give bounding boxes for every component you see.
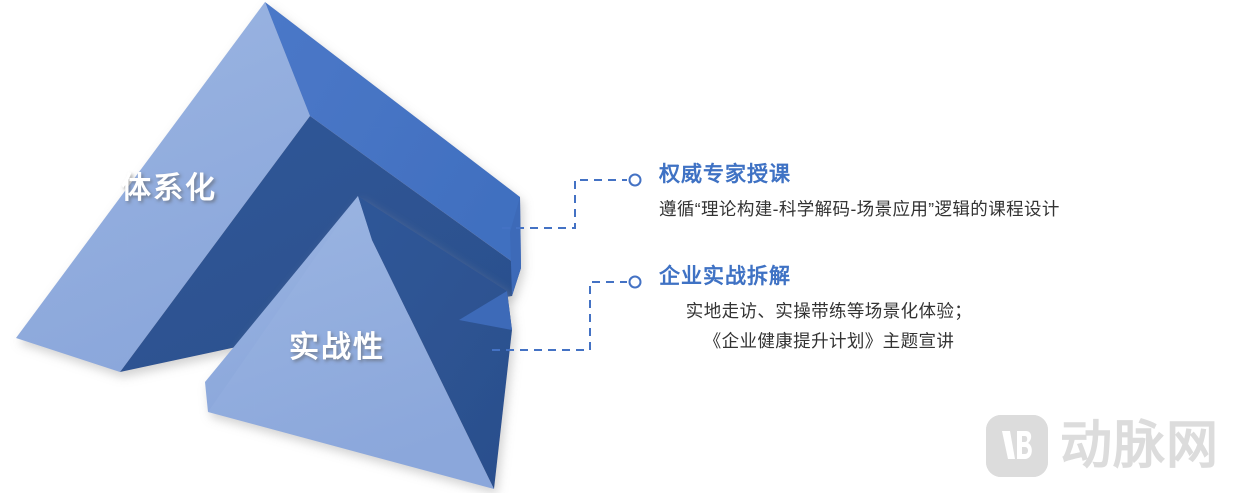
watermark: 动脉网 [986,415,1219,477]
lower-chevron-notch [459,291,512,330]
lower-chevron [205,196,512,489]
callout-1-heading: 权威专家授课 [659,163,791,186]
callout-block-2: 企业实战拆解 实地走访、实操带练等场景化体验； 《企业健康提升计划》主题宣讲 [659,264,999,356]
callout-1-body-line-1: 遵循“理论构建-科学解码-场景应用”逻辑的课程设计 [659,199,1060,219]
upper-chevron-right-face [265,2,521,268]
upper-chevron-left-face [16,2,310,372]
watermark-logo-icon [986,415,1048,477]
connector-marker-2 [628,275,642,289]
callout-2-heading: 企业实战拆解 [659,265,791,288]
callout-2-body-line-2: 《企业健康提升计划》主题宣讲 [703,331,955,351]
callout-block-1: 权威专家授课 遵循“理论构建-科学解码-场景应用”逻辑的课程设计 [659,162,1060,224]
chevron-arrow-graphic [16,2,521,489]
connector-lines [492,173,642,351]
lower-chevron-right-face [358,196,512,489]
watermark-text: 动脉网 [1060,416,1220,476]
callout-2-body-line-1: 实地走访、实操带练等场景化体验； [685,301,973,321]
watermark-vb-glyph [986,415,1048,477]
callout-1-body: 遵循“理论构建-科学解码-场景应用”逻辑的课程设计 [659,194,1060,224]
lower-chevron-body-face [208,196,494,489]
upper-chevron-end-cap [510,197,521,296]
connector-path-2 [492,281,627,351]
connector-path-1 [502,179,627,229]
connector-marker-1 [628,173,642,187]
callout-2-body: 实地走访、实操带练等场景化体验； 《企业健康提升计划》主题宣讲 [659,296,999,356]
